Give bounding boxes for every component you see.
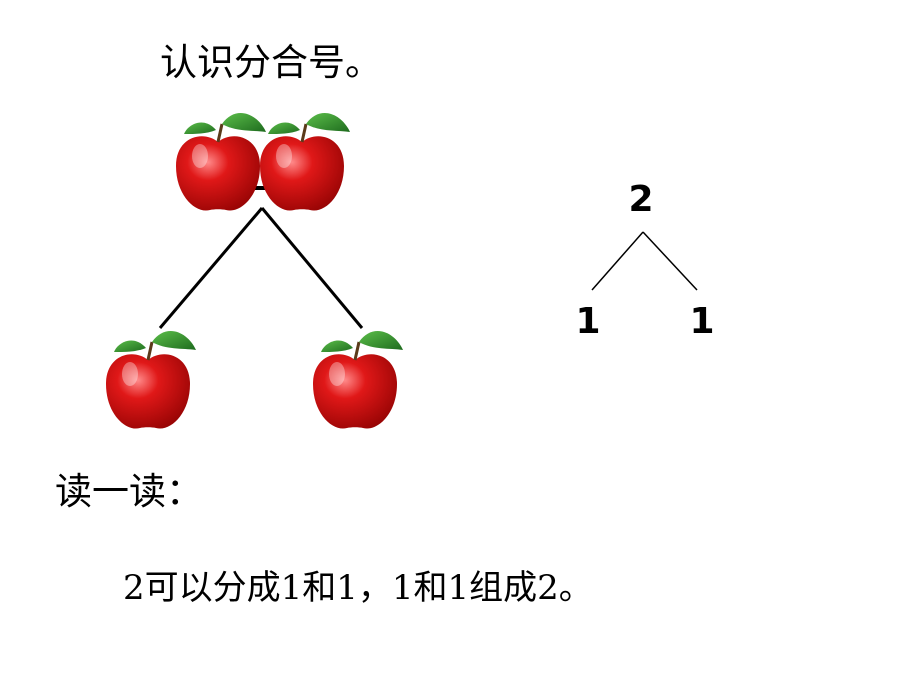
tree-line-left: [591, 231, 644, 291]
apple-top-left: [174, 111, 268, 213]
page-title: 认识分合号。: [160, 41, 382, 84]
tree-whole-number: 2: [628, 179, 654, 220]
split-line-right: [260, 207, 364, 329]
tree-left-number: 1: [575, 301, 601, 342]
apple-bottom-right: [311, 329, 405, 431]
read-heading: 读一读：: [55, 470, 203, 513]
split-line-left: [158, 207, 264, 329]
composition-sentence: 2可以分成1和1，1和1组成2。: [123, 568, 593, 608]
apple-bottom-left: [104, 329, 198, 431]
tree-line-right: [642, 231, 698, 291]
tree-right-number: 1: [689, 301, 715, 342]
apple-top-right: [258, 111, 352, 213]
